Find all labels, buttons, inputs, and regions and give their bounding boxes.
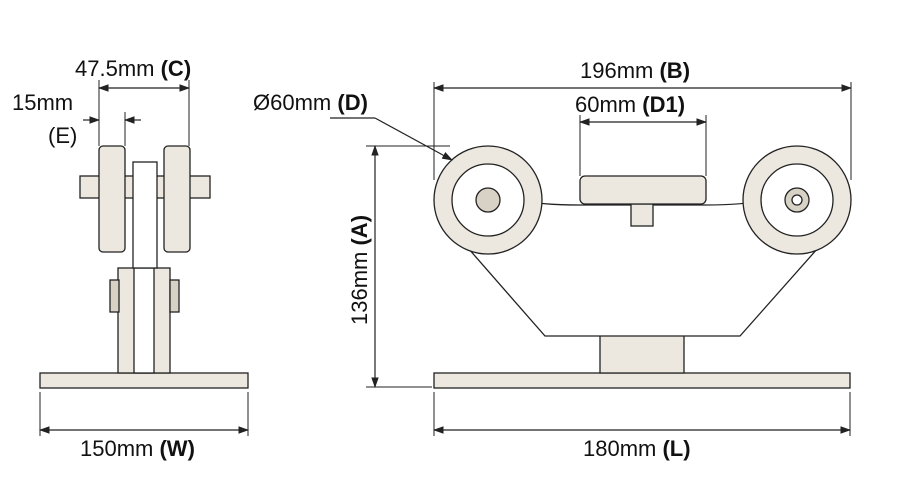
dim-b-value: 196mm — [580, 58, 653, 83]
svg-text:Ø60mm (D): Ø60mm (D) — [253, 90, 368, 115]
side-bolt-right — [169, 279, 180, 313]
dim-l-code: (L) — [662, 436, 690, 461]
front-view — [433, 145, 852, 389]
dim-c-value: 47.5mm — [75, 56, 154, 81]
dim-a: 136mm (A) — [347, 144, 450, 389]
side-wheel-left — [98, 145, 126, 253]
svg-text:196mm (B): 196mm (B) — [580, 58, 690, 83]
dim-w: 150mm (W) — [38, 392, 250, 461]
dim-b-code: (B) — [659, 58, 690, 83]
dim-w-code: (W) — [159, 436, 194, 461]
dim-a-code: (A) — [347, 215, 372, 246]
front-base-plate — [433, 372, 851, 389]
dim-d-code: (D) — [337, 90, 368, 115]
front-wheel-right-pin — [791, 194, 803, 206]
dim-c-code: (C) — [161, 56, 192, 81]
svg-text:47.5mm (C): 47.5mm (C) — [75, 56, 191, 81]
svg-text:136mm (A): 136mm (A) — [347, 215, 372, 325]
dim-a-value: 136mm — [347, 252, 372, 325]
side-base-plate — [39, 372, 249, 389]
side-bolt-left — [109, 279, 120, 313]
side-view — [39, 145, 249, 389]
dim-d: Ø60mm (D) — [253, 90, 453, 161]
dim-d1: 60mm (D1) — [575, 92, 708, 176]
dim-d1-value: 60mm — [575, 92, 636, 117]
side-stem-inner — [133, 267, 155, 374]
dim-c: 47.5mm (C) — [75, 56, 191, 146]
dim-d-value: Ø60mm — [253, 90, 331, 115]
dim-e-value: 15mm — [12, 90, 73, 115]
dim-l: 180mm (L) — [432, 392, 852, 461]
dim-b: 196mm (B) — [432, 58, 853, 180]
side-center-hub — [132, 161, 158, 269]
svg-text:150mm (W): 150mm (W) — [80, 436, 195, 461]
svg-text:180mm (L): 180mm (L) — [583, 436, 691, 461]
dim-d1-code: (D1) — [642, 92, 685, 117]
front-center-bolt — [630, 203, 654, 227]
svg-text:60mm (D1): 60mm (D1) — [575, 92, 685, 117]
dim-e: 15mm (E) — [12, 90, 141, 148]
dim-w-value: 150mm — [80, 436, 153, 461]
side-wheel-right — [163, 145, 191, 253]
front-wheel-left-hub — [475, 187, 501, 213]
dim-e-code: (E) — [48, 123, 77, 148]
front-bracket — [467, 247, 819, 337]
dim-l-value: 180mm — [583, 436, 656, 461]
front-guide-roller — [579, 175, 707, 205]
